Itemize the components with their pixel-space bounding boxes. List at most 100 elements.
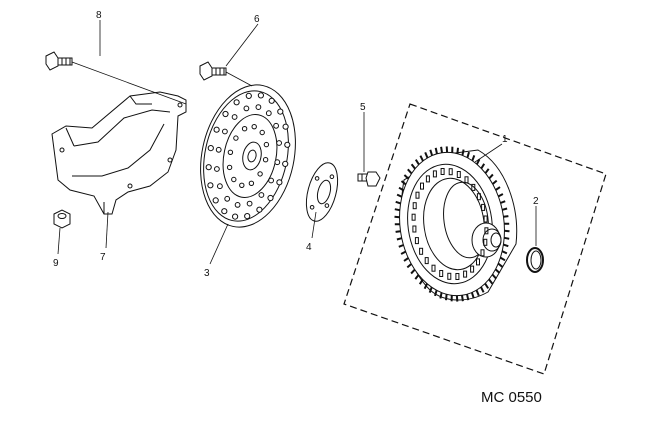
flexplate-hole (221, 208, 228, 215)
gear-tooth (484, 168, 490, 174)
gear-tooth (407, 168, 413, 175)
vane-slot (439, 270, 444, 277)
gear-tooth (500, 200, 506, 204)
vane-slot (476, 193, 481, 201)
gear-tooth (398, 186, 405, 192)
vane-slot (412, 225, 417, 233)
spacer-hole (329, 174, 335, 179)
spacer-ring (305, 162, 339, 222)
flex-plate (200, 84, 296, 228)
gear-tooth (440, 146, 443, 153)
gear-tooth (396, 193, 403, 198)
gear-tooth (497, 193, 504, 198)
gear-tooth (396, 237, 402, 241)
flexplate-hole (234, 202, 241, 208)
gear-tooth (434, 147, 438, 155)
callout-3: 3 (204, 268, 210, 279)
flexplate-hole (231, 176, 237, 183)
gear-tooth (394, 215, 400, 219)
flexplate-hole (255, 104, 262, 110)
flexplate-hole (222, 128, 228, 135)
gear-tooth (428, 286, 433, 293)
gear-tooth (410, 163, 416, 170)
spacer-hole (324, 203, 330, 208)
vane-slot (483, 215, 488, 223)
flexplate-hole (276, 140, 283, 146)
gear-tooth (445, 294, 448, 301)
vane-slot (463, 270, 468, 278)
callout-4: 4 (306, 242, 312, 253)
gear-tooth (501, 250, 508, 255)
gear-tooth (423, 283, 428, 290)
gear-tooth (484, 282, 490, 289)
flexplate-hole (282, 160, 289, 167)
callout-2: 2 (533, 196, 539, 207)
alignment-lines (57, 20, 537, 265)
flexplate-hole (227, 149, 234, 156)
flexplate-hole (262, 157, 269, 163)
vane-slot (414, 237, 419, 245)
spacer-hole (309, 205, 315, 210)
flexplate-hole (245, 92, 252, 100)
flexplate-hole (217, 183, 223, 190)
vane-slot (447, 272, 452, 280)
gear-tooth (394, 208, 400, 212)
flexplate-hole (213, 126, 220, 133)
flexplate-hole (205, 164, 212, 171)
housing-cover-plate (51, 91, 187, 215)
flexplate-hole (268, 97, 275, 104)
flexplate-hole (265, 110, 272, 117)
flexplate-hole (258, 192, 265, 198)
vane-slot (432, 170, 437, 178)
flexplate-hole (251, 124, 257, 130)
gear-tooth (495, 186, 501, 191)
gear-tooth (414, 159, 420, 166)
vane-slot (415, 191, 420, 199)
assembly-outline (343, 103, 607, 375)
vane-slot (480, 249, 485, 257)
flexplate-hole (215, 146, 222, 153)
flexplate-hole (257, 92, 264, 99)
vane-slot (412, 202, 417, 210)
gear-tooth (471, 155, 476, 162)
cover-nut (53, 209, 71, 229)
flexplate-hole (231, 114, 238, 120)
flexplate-hole (233, 135, 239, 141)
flexplate-hole (224, 195, 231, 202)
gear-tooth (492, 179, 498, 185)
vane-slot (456, 171, 461, 178)
flexplate-hole (263, 141, 270, 148)
gear-tooth (439, 292, 443, 299)
gear-tooth (466, 293, 470, 301)
gear-tooth (499, 256, 506, 262)
flexplate-hole (248, 180, 255, 187)
vane-slot (470, 265, 475, 273)
vane-slot (476, 258, 480, 266)
flexplate-hole (284, 141, 291, 148)
gear-tooth (424, 152, 429, 159)
gear-tooth (480, 286, 485, 293)
gear-tooth (502, 207, 508, 211)
gear-tooth (414, 274, 420, 280)
gear-tooth (410, 268, 416, 275)
flexplate-hole (274, 159, 281, 166)
gear-tooth (480, 163, 486, 170)
gear-tooth (488, 278, 494, 285)
flexplate-bolt (199, 61, 227, 81)
flexplate-hole (232, 213, 239, 220)
flexplate-hole (267, 194, 274, 202)
gear-tooth (403, 174, 410, 180)
flexplate-hole (246, 200, 253, 207)
flexplate-hole (259, 129, 265, 136)
flexplate-hole (257, 171, 263, 177)
gear-tooth (491, 273, 497, 280)
flexplate-hole (233, 99, 240, 106)
vane-slot (484, 227, 489, 235)
flexplate-hole (226, 164, 233, 171)
vane-slot (481, 203, 486, 211)
flexplate-hole (241, 126, 248, 132)
flexplate-hole (277, 108, 284, 115)
torque-converter (394, 146, 518, 302)
converter-bolt (357, 171, 381, 187)
